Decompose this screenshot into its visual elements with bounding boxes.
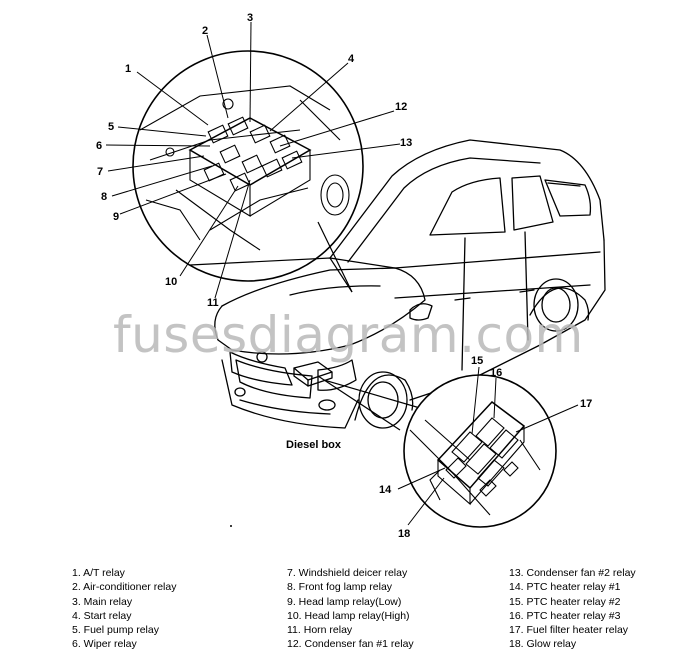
callout-8: 8 [101,191,107,203]
vehicle-illustration [214,139,606,429]
stray-dot [230,525,232,527]
callout-9: 9 [113,211,119,223]
legend-item: 15. PTC heater relay #2 [509,595,621,608]
diesel-box-inset [317,374,557,528]
callout-10: 10 [165,276,177,288]
legend-item: 17. Fuel filter heater relay [509,624,629,637]
legend-item: 2. Air-conditioner relay [72,581,177,594]
legend-item: 1. A/T relay [72,567,125,579]
leader-lines [105,21,579,526]
engine-bay-inset [132,50,364,293]
legend-item: 11. Horn relay [287,624,353,637]
callout-2: 2 [202,25,208,37]
callout-18: 18 [398,528,410,540]
legend-column-1: 1. A/T relay 2. Air-conditioner relay 3.… [72,566,176,652]
callout-7: 7 [97,166,103,178]
callout-14: 14 [379,484,392,496]
legend-item: 16. PTC heater relay #3 [509,609,621,622]
callout-17: 17 [580,398,592,410]
callout-5: 5 [108,121,114,133]
callout-11: 11 [207,297,219,309]
watermark-text: fusesdiagram.com [113,306,584,364]
callout-1: 1 [125,63,131,75]
legend-item: 14. PTC heater relay #1 [509,581,621,594]
callout-15: 15 [471,355,483,367]
callout-numbers: 1 2 3 4 5 6 7 8 9 10 11 12 13 14 15 16 1… [96,12,592,540]
legend-item: 3. Main relay [72,595,133,608]
legend-column-2: 7. Windshield deicer relay 8. Front fog … [287,566,414,652]
legend-item: 6. Wiper relay [72,638,137,651]
legend-item: 5. Fuel pump relay [72,624,159,637]
callout-12: 12 [395,101,407,113]
legend-item: 12. Condenser fan #1 relay [287,638,414,651]
legend-column-3: 13. Condenser fan #2 relay 14. PTC heate… [509,566,636,652]
callout-16: 16 [490,367,502,379]
callout-13: 13 [400,137,412,149]
legend-item: 10. Head lamp relay(High) [287,609,410,622]
legend-item: 7. Windshield deicer relay [287,567,408,579]
legend-item: 4. Start relay [72,609,132,622]
callout-6: 6 [96,140,102,152]
callout-4: 4 [348,53,355,65]
diesel-box-label: Diesel box [286,439,342,451]
legend-item: 8. Front fog lamp relay [287,581,393,594]
legend-item: 13. Condenser fan #2 relay [509,567,636,579]
legend-item: 9. Head lamp relay(Low) [287,595,402,608]
legend-item: 18. Glow relay [509,638,577,651]
callout-3: 3 [247,12,253,24]
